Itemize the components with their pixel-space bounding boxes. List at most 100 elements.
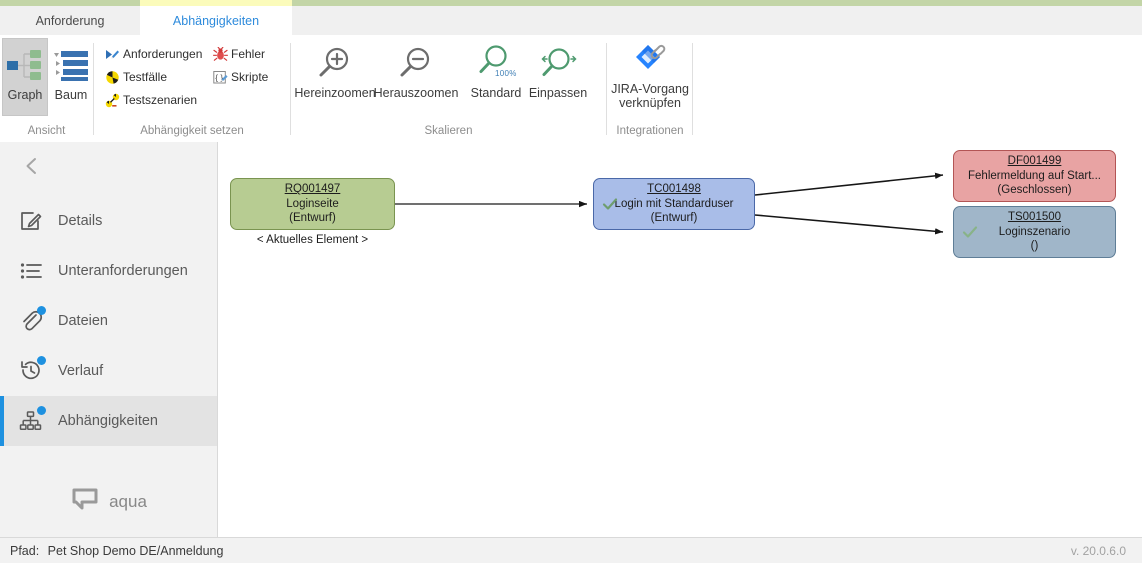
svg-text:100%: 100% (495, 69, 517, 78)
graph-node-rq001497-title: Loginseite (286, 197, 339, 210)
status-check-icon-ts (962, 226, 978, 238)
dep-testscenarios-label: Testszenarien (123, 93, 198, 107)
ribbon-group-integrations-label: Integrationen (616, 125, 684, 137)
zoom-out-button[interactable]: Herauszoomen (374, 38, 458, 100)
top-color-strip (0, 0, 1142, 6)
list-icon (17, 257, 45, 285)
status-check-icon-tc (602, 198, 618, 210)
dep-scripts-button[interactable]: { } Skripte (212, 69, 268, 85)
dep-scripts-label: Skripte (231, 70, 269, 84)
graph-edges (395, 172, 944, 235)
graph-node-rq001497-id: RQ001497 (284, 183, 341, 196)
tab-anforderung[interactable]: Anforderung (0, 6, 140, 35)
graph-node-tc001498[interactable]: TC001498 Login mit Standarduser (Entwurf… (593, 178, 755, 230)
graph-node-df001499-id: DF001499 (1007, 155, 1062, 168)
ribbon-group-scaling-label: Skalieren (424, 125, 473, 137)
ribbon-group-dependency-label: Abhängigkeit setzen (140, 125, 244, 137)
bug-icon (212, 46, 228, 62)
brand: aqua (0, 487, 217, 516)
sidebar: Details Unteranforderungen (0, 142, 218, 538)
graph-node-rq001497[interactable]: RQ001497 Loginseite (Entwurf) (230, 178, 395, 230)
ribbon-group-ansicht: Graph Baum (0, 35, 93, 142)
status-path-value: Pet Shop Demo DE/Anmeldung (47, 543, 224, 558)
ribbon-separator-2 (290, 43, 291, 135)
zoom-fit-button[interactable]: Einpassen (519, 38, 597, 100)
zoom-100-icon: 100% (474, 38, 518, 86)
status-version: v. 20.0.6.0 (1070, 543, 1126, 558)
graph-node-df001499[interactable]: DF001499 Fehlermeldung auf Start... (Ges… (953, 150, 1116, 202)
jira-link-icon (629, 38, 671, 82)
ribbon-group-ansicht-body: Graph Baum (0, 35, 93, 117)
zoom-fit-icon (536, 38, 580, 86)
verlauf-badge-dot (37, 356, 46, 365)
sidebar-item-details[interactable]: Details (0, 196, 217, 246)
graph-node-rq001497-state: (Entwurf) (289, 212, 336, 225)
dep-bugs-button[interactable]: Fehler (212, 46, 265, 62)
paperclip-icon (17, 306, 46, 335)
ribbon-separator-4 (692, 43, 693, 135)
strip-segment-left (0, 0, 140, 6)
script-icon: { } (212, 69, 228, 85)
graph-node-ts001500-title: Loginszenario (998, 225, 1071, 238)
ribbon-group-scaling-body: Hereinzoomen Herauszoomen (291, 35, 606, 117)
testcase-icon (104, 69, 120, 85)
ribbon-group-dependency: Anforderungen Testfälle (94, 35, 290, 142)
sidebar-item-dateien[interactable]: Dateien (0, 296, 217, 346)
sidebar-collapse-button[interactable] (14, 150, 50, 186)
view-tree-button[interactable]: Baum (48, 38, 94, 116)
view-graph-button[interactable]: Graph (2, 38, 48, 116)
ribbon-group-ansicht-label: Ansicht (27, 125, 66, 137)
view-graph-label: Graph (7, 88, 43, 102)
dep-testcases-label: Testfälle (123, 70, 168, 84)
sidebar-item-abhaengigkeiten[interactable]: Abhängigkeiten (0, 396, 217, 446)
zoom-standard-button[interactable]: 100% Standard (457, 38, 535, 100)
status-bar: Pfad: Pet Shop Demo DE/Anmeldung v. 20.0… (0, 537, 1142, 563)
jira-link-button[interactable]: JIRA-Vorgang verknüpfen (607, 38, 693, 111)
ribbon-group-integrations: JIRA-Vorgang verknüpfen Integrationen (607, 35, 693, 142)
graph-node-tc001498-title: Login mit Standarduser (614, 197, 734, 210)
graph-node-ts001500-id: TS001500 (1007, 211, 1062, 224)
jira-link-label: JIRA-Vorgang verknüpfen (611, 82, 689, 111)
status-path: Pfad: Pet Shop Demo DE/Anmeldung (0, 544, 223, 558)
dep-testcases-button[interactable]: Testfälle (104, 69, 167, 85)
zoom-in-label: Hereinzoomen (294, 86, 376, 100)
tab-abhaengigkeiten[interactable]: Abhängigkeiten (140, 6, 292, 35)
ribbon-group-dependency-body: Anforderungen Testfälle (94, 35, 290, 117)
dateien-badge-dot (37, 306, 46, 315)
graph-icon (5, 41, 45, 89)
testscenario-icon (104, 92, 120, 108)
view-tree-label: Baum (54, 88, 88, 102)
zoom-in-button[interactable]: Hereinzoomen (294, 38, 376, 100)
tab-abhaengigkeiten-label: Abhängigkeiten (172, 13, 260, 28)
sidebar-item-abhaengigkeiten-label: Abhängigkeiten (58, 413, 158, 429)
graph-node-ts001500-state: () (1030, 240, 1039, 253)
zoom-fit-label: Einpassen (528, 86, 588, 100)
strip-segment-right (292, 0, 1142, 6)
strip-segment-active (140, 0, 292, 6)
dep-bugs-label: Fehler (231, 47, 266, 61)
graph-node-df001499-title: Fehlermeldung auf Start... (968, 169, 1101, 182)
graph-node-rq001497-caption: < Aktuelles Element > (256, 234, 369, 246)
sidebar-item-verlauf[interactable]: Verlauf (0, 346, 217, 396)
graph-node-ts001500[interactable]: TS001500 Loginszenario () (953, 206, 1116, 258)
dep-requirements-button[interactable]: Anforderungen (104, 46, 202, 62)
abhaengigkeiten-badge-dot (37, 406, 46, 415)
zoom-standard-text: Standard (470, 86, 522, 100)
dep-requirements-label: Anforderungen (123, 47, 203, 61)
sidebar-item-verlauf-label: Verlauf (58, 363, 104, 379)
zoom-standard-label-wrap: Herauszoomen (373, 86, 459, 100)
ribbon-separator-1 (93, 43, 94, 135)
ribbon-separator-3 (606, 43, 607, 135)
status-path-key: Pfad: (10, 543, 40, 558)
dependency-graph-canvas[interactable]: RQ001497 Loginseite (Entwurf) < Aktuelle… (218, 142, 1142, 538)
sidebar-item-unteranforderungen[interactable]: Unteranforderungen (0, 246, 217, 296)
dep-testscenarios-button[interactable]: Testszenarien (104, 92, 197, 108)
zoom-out-icon (396, 38, 436, 86)
svg-text:{ }: { } (215, 72, 223, 82)
chevron-left-icon (21, 155, 43, 182)
ribbon-group-integrations-body: JIRA-Vorgang verknüpfen (607, 35, 693, 117)
tab-anforderung-label: Anforderung (35, 13, 105, 28)
hierarchy-icon (17, 406, 46, 435)
graph-node-tc001498-state: (Entwurf) (650, 212, 698, 225)
